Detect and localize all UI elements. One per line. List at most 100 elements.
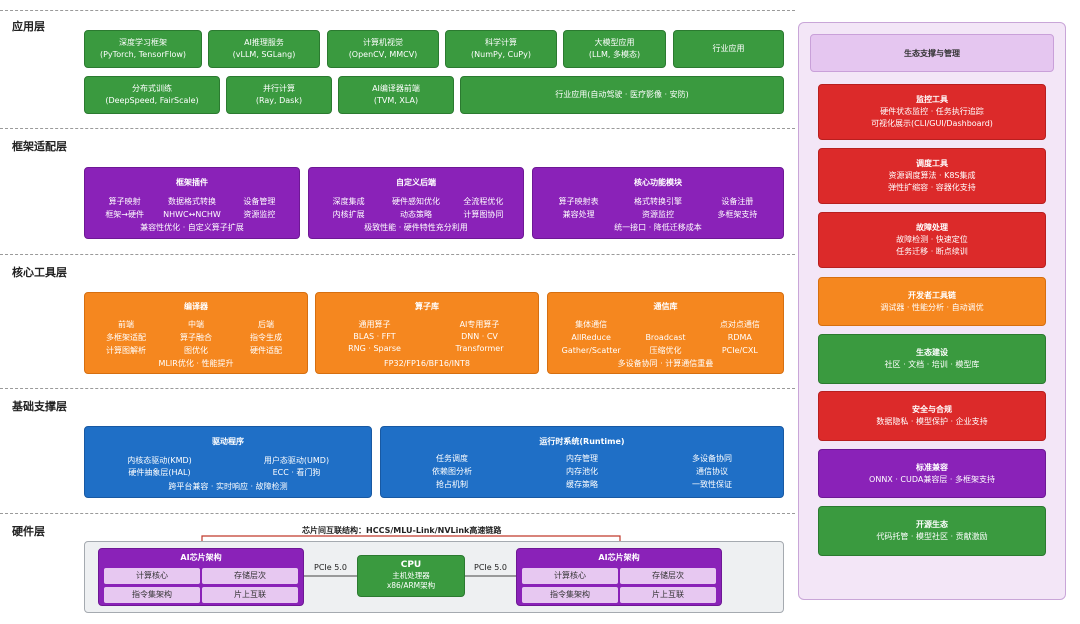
separator-core-base <box>0 388 795 389</box>
app-card-computer-vision: 计算机视觉 (OpenCV, MMCV) <box>327 30 439 68</box>
framework-plugin-card: 框架插件 算子映射 数据格式转换 设备管理 框架→硬件 NHWC↔NCHW 资源… <box>84 167 300 239</box>
operator-library-card: 算子库 通用算子 AI专用算子 BLAS · FFT DNN · CV RNG … <box>315 292 539 374</box>
chip-cell-compute: 计算核心 <box>522 568 618 584</box>
card-item: 资源监控 <box>641 210 674 219</box>
eco-card-title: 开发者工具链 <box>908 290 956 300</box>
card-item: 用户态驱动(UMD) <box>263 456 330 465</box>
card-item: 计算图解析 <box>106 346 146 355</box>
separator-top <box>0 10 795 11</box>
app-card-line1: 计算机视觉 <box>363 38 403 47</box>
card-footer: FP32/FP16/BF16/INT8 <box>384 359 470 368</box>
card-item: 内核态驱动(KMD) <box>127 456 192 465</box>
app-card-line2: (vLLM, SGLang) <box>232 50 296 59</box>
app-card-line1: 科学计算 <box>485 38 517 47</box>
app-card-line1: 并行计算 <box>263 84 295 93</box>
card-item: 一致性保证 <box>692 480 732 489</box>
card-item: 兼容处理 <box>562 210 595 219</box>
card-item: 图优化 <box>184 346 208 355</box>
cpu-line1: 主机处理器 <box>392 571 430 580</box>
card-item: 任务调度 <box>436 454 468 463</box>
eco-card-security-compliance: 安全与合规 数据隐私 · 模型保护 · 企业支持 <box>818 391 1046 441</box>
compiler-card: 编译器 前端 中端 后端 多框架适配 算子融合 指令生成 计算图解析 图优化 硬… <box>84 292 308 374</box>
card-footer: 跨平台兼容 · 实时响应 · 故障检测 <box>168 482 288 491</box>
card-item: ECC · 看门狗 <box>272 468 321 477</box>
app-card-distributed-training: 分布式训练 (DeepSpeed, FairScale) <box>84 76 220 114</box>
card-item: 硬件适配 <box>250 346 282 355</box>
card-item: 内核扩展 <box>332 210 365 219</box>
card-item: 依赖图分析 <box>432 467 472 476</box>
chip-cell-isa: 指令集架构 <box>104 587 200 603</box>
card-item: Transformer <box>455 344 504 353</box>
layer-title-core: 核心工具层 <box>12 266 67 279</box>
card-title: 运行时系统(Runtime) <box>539 437 625 446</box>
eco-card-title: 监控工具 <box>916 95 948 104</box>
card-title: 算子库 <box>415 302 439 311</box>
card-item: 计算图协同 <box>463 210 504 219</box>
card-item: 通信协议 <box>696 467 728 476</box>
app-card-industry-wide: 行业应用(自动驾驶 · 医疗影像 · 安防) <box>460 76 784 114</box>
card-title: 通信库 <box>653 302 678 311</box>
cpu-card: CPU 主机处理器 x86/ARM架构 <box>357 555 465 597</box>
card-grid: 深度集成 硬件感知优化 全流程优化 内核扩展 动态策略 计算图协同 <box>315 196 517 221</box>
card-item: 动态策略 <box>399 210 432 219</box>
eco-card-line2: 弹性扩缩容 · 容器化支持 <box>888 183 976 192</box>
eco-card-line1: 故障检测 · 快速定位 <box>896 235 968 244</box>
runtime-card: 运行时系统(Runtime) 任务调度 内存管理 多设备协同 依赖图分析 内存池… <box>380 426 784 498</box>
app-card-scientific-computing: 科学计算 (NumPy, CuPy) <box>445 30 557 68</box>
eco-card-scheduling: 调度工具 资源调度算法 · K8S集成 弹性扩缩容 · 容器化支持 <box>818 148 1046 204</box>
card-item: 资源监控 <box>243 210 276 219</box>
card-grid: 前端 中端 后端 多框架适配 算子融合 指令生成 计算图解析 图优化 硬件适配 <box>91 319 301 357</box>
card-item: 抢占机制 <box>436 480 468 489</box>
card-item: 指令生成 <box>250 333 282 342</box>
app-card-ai-inference: AI推理服务 (vLLM, SGLang) <box>208 30 320 68</box>
layer-title-framework: 框架适配层 <box>12 140 67 153</box>
card-title: 核心功能模块 <box>634 178 682 187</box>
card-item: 数据格式转换 <box>167 197 216 206</box>
card-item: 全流程优化 <box>463 197 504 206</box>
card-item: 格式转换引擎 <box>633 197 682 206</box>
chip-cell-storage: 存储层次 <box>620 568 716 584</box>
separator-base-hardware <box>0 513 795 514</box>
app-card-line2: (LLM, 多模态) <box>588 50 641 59</box>
separator-app-framework <box>0 128 795 129</box>
card-item: Gather/Scatter <box>561 346 621 355</box>
eco-card-monitoring: 监控工具 硬件状态监控 · 任务执行追踪 可视化展示(CLI/GUI/Dashb… <box>818 84 1046 140</box>
card-title: 驱动程序 <box>212 437 244 446</box>
app-card-line1: 行业应用(自动驾驶 · 医疗影像 · 安防) <box>555 90 689 99</box>
card-item: 多设备协同 <box>692 454 732 463</box>
app-card-line1: AI推理服务 <box>244 38 284 47</box>
layer-title-app: 应用层 <box>12 20 45 33</box>
card-item: RDMA <box>727 333 752 342</box>
card-item: DNN · CV <box>461 332 498 341</box>
app-card-parallel-computing: 并行计算 (Ray, Dask) <box>226 76 332 114</box>
card-footer: MLIR优化 · 性能提升 <box>158 359 234 368</box>
app-card-line1: AI编译器前端 <box>372 84 420 93</box>
card-grid: 通用算子 AI专用算子 BLAS · FFT DNN · CV RNG · Sp… <box>322 319 532 355</box>
app-card-line2: (NumPy, CuPy) <box>471 50 531 59</box>
eco-card-title: 开源生态 <box>916 520 948 529</box>
card-grid: 内核态驱动(KMD) 用户态驱动(UMD) 硬件抽象层(HAL) ECC · 看… <box>91 455 365 479</box>
card-item: 后端 <box>258 320 274 329</box>
card-footer: 兼容性优化 · 自定义算子扩展 <box>140 223 244 232</box>
eco-card-line1: 社区 · 文档 · 培训 · 模型库 <box>884 360 980 369</box>
card-footer: 极致性能 · 硬件特性充分利用 <box>364 223 468 232</box>
card-footer: 多设备协同 · 计算通信重叠 <box>617 359 714 368</box>
eco-card-developer-toolchain: 开发者工具链 调试器 · 性能分析 · 自动调优 <box>818 277 1046 326</box>
card-item: 集体通信 <box>575 320 608 329</box>
eco-card-line1: 代码托管 · 模型社区 · 贡献激励 <box>876 532 988 541</box>
card-item: 硬件抽象层(HAL) <box>128 468 191 477</box>
ecosystem-header: 生态支撑与管理 <box>810 34 1054 72</box>
card-grid: 算子映射表 格式转换引擎 设备注册 兼容处理 资源监控 多框架支持 <box>539 196 777 221</box>
ai-chip-right: AI芯片架构 计算核心 存储层次 指令集架构 片上互联 <box>516 548 722 606</box>
ai-chip-left: AI芯片架构 计算核心 存储层次 指令集架构 片上互联 <box>98 548 304 606</box>
cpu-line2: x86/ARM架构 <box>386 581 436 590</box>
card-item: 硬件感知优化 <box>391 197 440 206</box>
eco-card-title: 生态建设 <box>916 348 948 357</box>
card-item: 内存管理 <box>566 454 598 463</box>
driver-card: 驱动程序 内核态驱动(KMD) 用户态驱动(UMD) 硬件抽象层(HAL) EC… <box>84 426 372 498</box>
card-item: AI专用算子 <box>459 320 500 329</box>
chip-cell-interconnect: 片上互联 <box>620 587 716 603</box>
chip-cell-storage: 存储层次 <box>202 568 298 584</box>
cpu-title: CPU <box>400 560 422 570</box>
card-title: 自定义后端 <box>396 178 436 187</box>
